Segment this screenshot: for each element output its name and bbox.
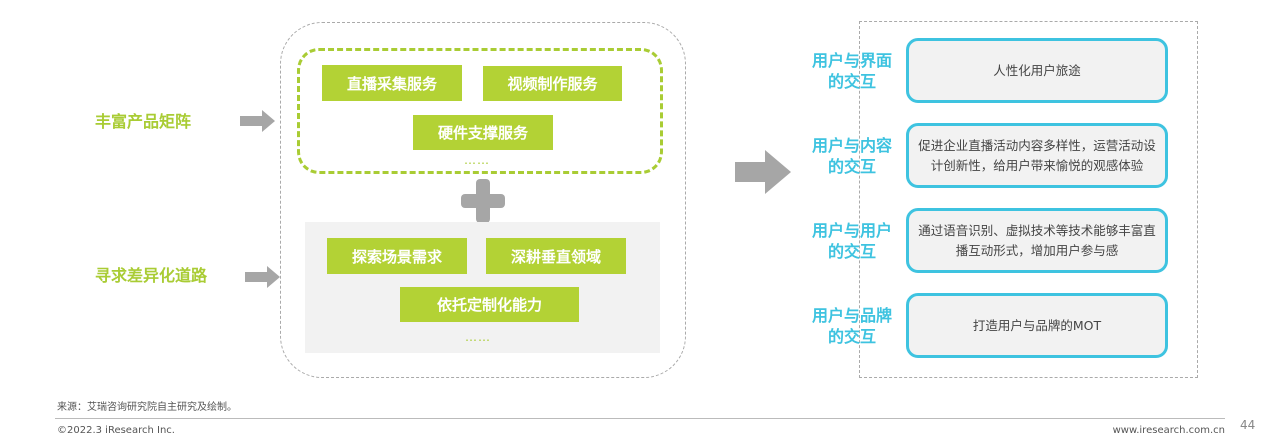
strategy-container <box>280 22 686 378</box>
website-url: www.iresearch.com.cn <box>1112 425 1225 436</box>
arrow-right-icon <box>245 266 280 288</box>
product-item: 硬件支撑服务 <box>413 115 553 150</box>
arrow-right-icon <box>240 110 275 132</box>
interaction-label: 用户与用户的交互 <box>811 221 892 261</box>
interaction-label: 用户与界面的交互 <box>811 51 892 91</box>
interaction-label: 用户与内容的交互 <box>811 136 892 176</box>
differentiation-item: 依托定制化能力 <box>400 287 579 322</box>
footer-divider <box>55 418 1225 419</box>
interaction-label: 用户与品牌的交互 <box>811 306 892 346</box>
ellipsis: …… <box>464 153 490 167</box>
big-arrow-right-icon <box>735 150 791 194</box>
plus-icon <box>461 179 505 223</box>
product-item: 视频制作服务 <box>483 66 622 101</box>
interaction-container <box>859 21 1198 378</box>
interaction-card: 人性化用户旅途 <box>906 38 1168 103</box>
differentiation-item: 深耕垂直领域 <box>486 238 626 274</box>
interaction-card: 促进企业直播活动内容多样性，运营活动设计创新性，给用户带来愉悦的观感体验 <box>906 123 1168 188</box>
ellipsis: …… <box>465 330 491 344</box>
source-note: 来源：艾瑞咨询研究院自主研究及绘制。 <box>57 402 237 413</box>
product-item: 直播采集服务 <box>322 65 462 101</box>
copyright: ©2022.3 iResearch Inc. <box>57 425 175 436</box>
differentiation-item: 探索场景需求 <box>327 238 467 274</box>
interaction-card: 通过语音识别、虚拟技术等技术能够丰富直播互动形式，增加用户参与感 <box>906 208 1168 273</box>
interaction-card: 打造用户与品牌的MOT <box>906 293 1168 358</box>
product-matrix-group <box>297 48 663 174</box>
label-product-matrix: 丰富产品矩阵 <box>95 112 192 131</box>
page-number: 44 <box>1240 418 1256 432</box>
label-differentiation: 寻求差异化道路 <box>95 266 208 285</box>
